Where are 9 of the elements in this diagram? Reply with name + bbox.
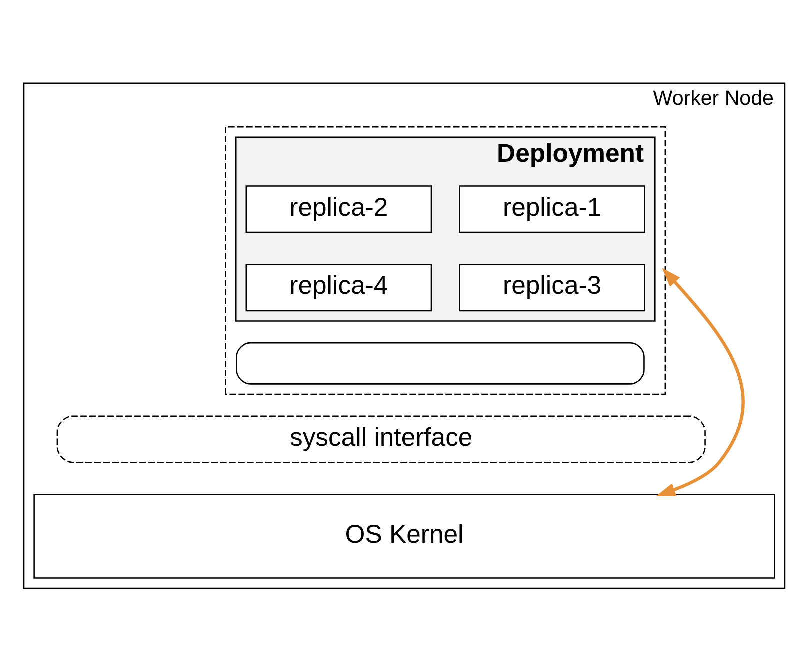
node-box: replica-4 [246, 264, 432, 312]
node-box: syscall interface [56, 415, 706, 463]
node-box [236, 342, 645, 384]
node-box: replica-3 [459, 264, 646, 312]
arrow [656, 268, 745, 496]
node-box: replica-1 [459, 185, 646, 233]
node-box: replica-2 [246, 185, 432, 233]
node-box: OS Kernel [34, 494, 776, 578]
cluster [225, 126, 666, 395]
